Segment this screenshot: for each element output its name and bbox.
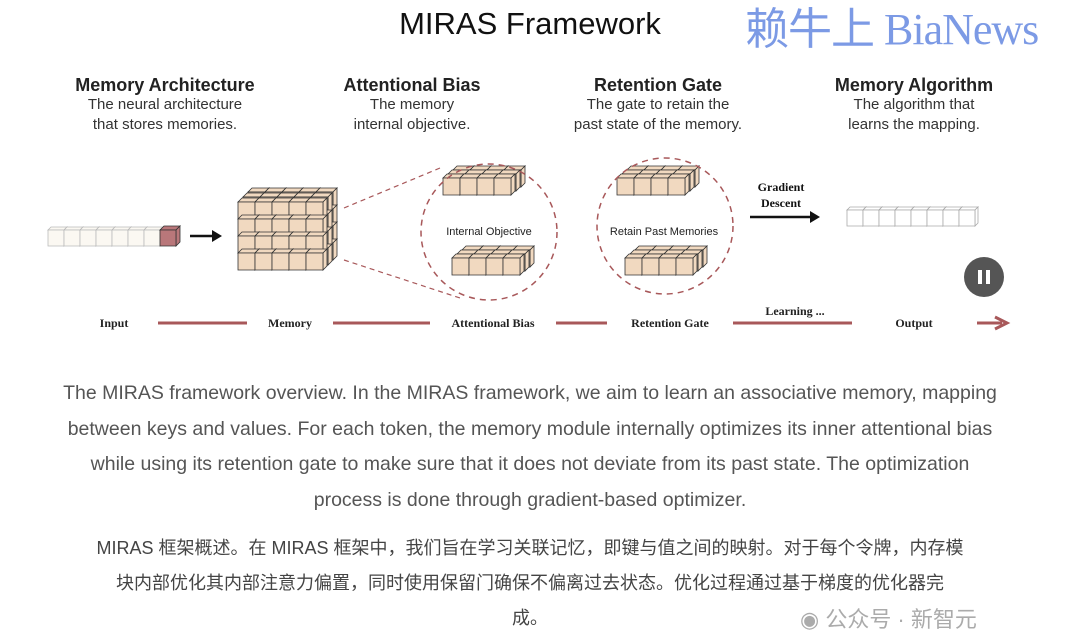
cube bbox=[502, 253, 525, 276]
timeline-input: Input bbox=[100, 316, 129, 330]
circle-label-retain-past: Retain Past Memories bbox=[610, 226, 719, 238]
caption-chinese: MIRAS 框架概述。在 MIRAS 框架中，我们旨在学习关联记忆，即键与值之间… bbox=[0, 531, 1060, 636]
timeline-attentional-bias: Attentional Bias bbox=[451, 316, 534, 330]
bianews-watermark: 赖牛上 BiaNews bbox=[745, 5, 1039, 54]
column-desc: The memory bbox=[369, 96, 455, 113]
column-memory-architecture: Memory Architecture The neural architect… bbox=[35, 75, 295, 135]
caption-line: 成。 bbox=[512, 608, 548, 628]
column-memory-algorithm: Memory Algorithm The algorithm that lear… bbox=[784, 75, 1044, 135]
timeline-learning: Learning ... bbox=[765, 304, 824, 318]
retention-gate-circle bbox=[596, 157, 734, 295]
column-desc: learns the mapping. bbox=[848, 116, 980, 133]
column-heading: Retention Gate bbox=[593, 75, 722, 95]
cube bbox=[493, 173, 516, 196]
circle-label-internal-objective: Internal Objective bbox=[446, 226, 532, 238]
column-desc: The algorithm that bbox=[853, 96, 975, 113]
cube bbox=[667, 173, 690, 196]
column-desc: The gate to retain the bbox=[586, 96, 730, 113]
cube bbox=[305, 248, 328, 271]
caption-line: while using its retention gate to make s… bbox=[90, 453, 970, 475]
cube bbox=[159, 225, 181, 247]
caption-line: 块内部优化其内部注意力偏置，同时使用保留门确保不偏离过去状态。优化过程通过基于梯… bbox=[116, 573, 944, 593]
descent-label: Descent bbox=[761, 196, 801, 210]
miras-diagram: Internal Objective Retain Past Memories … bbox=[47, 157, 1011, 331]
column-attentional-bias: Attentional Bias The memory internal obj… bbox=[282, 75, 542, 135]
cube bbox=[958, 206, 979, 227]
timeline-output: Output bbox=[895, 316, 932, 330]
caption-line: process is done through gradient-based o… bbox=[313, 488, 747, 511]
timeline: Input Memory Attentional Bias Retention … bbox=[100, 304, 1011, 331]
wechat-watermark-text: 公众号 · 新智元 bbox=[825, 607, 977, 632]
zoom-dashed-lines bbox=[343, 167, 461, 299]
column-heading: Memory Architecture bbox=[75, 75, 255, 95]
column-heading: Attentional Bias bbox=[343, 75, 481, 95]
column-retention-gate: Retention Gate The gate to retain the pa… bbox=[528, 75, 788, 135]
column-desc: internal objective. bbox=[353, 116, 471, 133]
input-arrow bbox=[190, 230, 222, 242]
timeline-retention-gate: Retention Gate bbox=[631, 316, 709, 330]
wechat-watermark: ◉ 公众号 · 新智元 bbox=[800, 607, 977, 633]
column-desc: The neural architecture bbox=[87, 96, 243, 113]
column-heading: Memory Algorithm bbox=[834, 75, 994, 95]
caption-line: The MIRAS framework overview. In the MIR… bbox=[63, 382, 997, 404]
column-desc: that stores memories. bbox=[92, 116, 238, 133]
caption-line: MIRAS 框架概述。在 MIRAS 框架中，我们旨在学习关联记忆，即键与值之间… bbox=[96, 538, 964, 558]
attentional-bias-circle bbox=[420, 163, 558, 301]
timeline-memory: Memory bbox=[268, 316, 312, 330]
gradient-label: Gradient bbox=[758, 180, 805, 194]
caption-line: between keys and values. For each token,… bbox=[67, 417, 993, 440]
pause-button[interactable] bbox=[964, 257, 1004, 297]
gradient-arrow bbox=[750, 211, 820, 223]
cube bbox=[675, 253, 698, 276]
wechat-icon: ◉ bbox=[800, 607, 826, 632]
caption-english: The MIRAS framework overview. In the MIR… bbox=[0, 376, 1060, 518]
column-desc: past state of the memory. bbox=[573, 116, 743, 133]
cube-graphics bbox=[47, 165, 979, 276]
page-title: MIRAS Framework bbox=[399, 6, 661, 41]
